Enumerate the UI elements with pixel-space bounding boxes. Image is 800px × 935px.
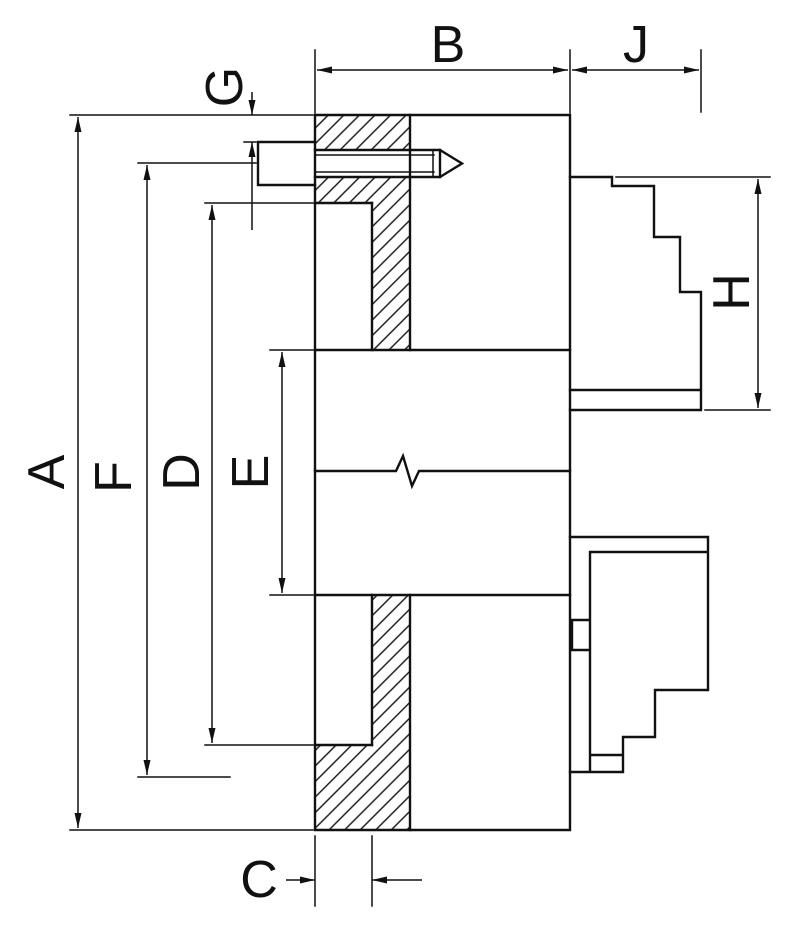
hatch-upper-hub-wall: [372, 203, 410, 350]
dim-label-J: J: [623, 16, 649, 74]
ext-C: [314, 835, 373, 907]
dimension-labels: A F D E G H B J C: [18, 16, 761, 909]
ext-D: [204, 202, 314, 746]
body-outline: [313, 113, 572, 832]
chuck-body: [313, 113, 572, 832]
section-hatching: [315, 115, 410, 830]
ext-F: [137, 162, 257, 778]
flange-inner-faces: [313, 201, 374, 747]
ext-H: [615, 176, 771, 411]
bolt-tip-cone: [438, 148, 465, 179]
bolt-thread-lines: [314, 149, 435, 178]
dim-label-E: E: [222, 455, 280, 490]
bottom-jaw: [568, 535, 710, 774]
ext-B: [314, 49, 571, 114]
hatch-top-flange-upper: [315, 115, 410, 150]
top-jaw: [568, 175, 703, 412]
dim-label-B: B: [431, 16, 466, 74]
bottom-jaw-outline: [568, 535, 710, 774]
dim-label-F: F: [85, 461, 143, 493]
hatch-bottom-flange: [315, 745, 410, 830]
dim-label-G: G: [196, 67, 254, 107]
bore-shoulder-lines: [313, 348, 572, 597]
mounting-bolt: [256, 140, 465, 187]
dim-label-C: C: [240, 851, 278, 909]
hatch-top-flange-lower: [315, 177, 410, 203]
bolt-head: [256, 140, 317, 187]
ext-E: [269, 349, 314, 596]
dim-label-A: A: [18, 454, 76, 489]
ext-A: [69, 114, 314, 831]
hatch-lower-hub-wall: [372, 595, 410, 745]
top-jaw-outline: [568, 175, 703, 412]
dimension-lines: [74, 66, 762, 884]
bolt-shank: [313, 148, 442, 179]
extension-lines: [69, 49, 771, 907]
center-line-with-break: [313, 452, 572, 490]
dim-label-D: D: [153, 453, 211, 491]
dim-label-H: H: [703, 273, 761, 311]
